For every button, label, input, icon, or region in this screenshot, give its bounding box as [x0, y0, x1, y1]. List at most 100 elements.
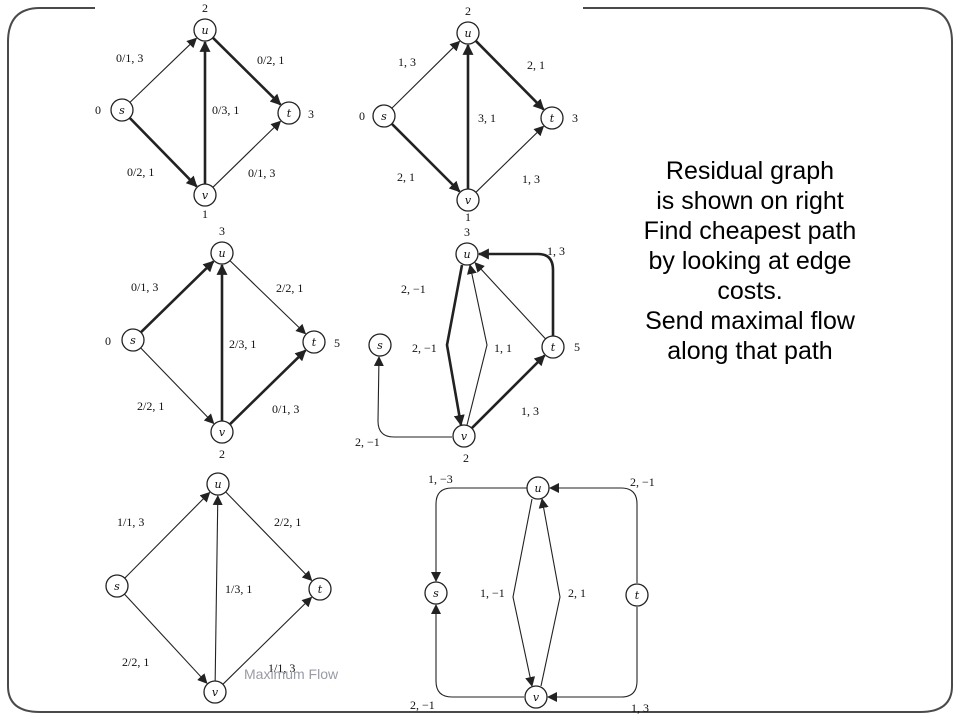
- edge-s-v: [390, 122, 461, 193]
- node-s: s: [424, 581, 448, 605]
- node-label: t: [551, 341, 556, 354]
- edge-v-u: [466, 264, 488, 426]
- node-circle: [524, 685, 548, 709]
- edge-label: 2/2, 1: [276, 281, 303, 295]
- node-circle: [368, 333, 392, 357]
- edge-label: 1, 3: [547, 244, 565, 258]
- node-circle: [110, 98, 134, 122]
- node-label: s: [119, 104, 125, 117]
- node-v: v: [456, 188, 480, 212]
- node-v: v: [203, 680, 227, 704]
- caption: Residual graph is shown on right Find ch…: [600, 156, 900, 366]
- node-circle: [540, 106, 564, 130]
- caption-line: along that path: [667, 337, 833, 365]
- edge-label: 2, −1: [355, 435, 380, 449]
- node-distance-label: 2: [465, 4, 471, 18]
- caption-line: Send maximal flow: [645, 307, 855, 335]
- edge-label: 1, 3: [398, 55, 416, 69]
- edge-label: 2, −1: [401, 282, 426, 296]
- node-circle: [456, 21, 480, 45]
- node-label: v: [461, 430, 468, 443]
- node-u: u: [526, 476, 550, 500]
- edge-label: 1/3, 1: [225, 582, 252, 596]
- edge-label: 0/2, 1: [257, 53, 284, 67]
- edge-label: 0/1, 3: [131, 280, 158, 294]
- edge-v-s: [373, 356, 452, 438]
- node-label: s: [381, 110, 387, 123]
- node-distance-label: 0: [95, 103, 101, 117]
- node-u: u: [456, 21, 480, 45]
- caption-line: Find cheapest path: [643, 217, 857, 245]
- edge-u-t: [225, 491, 313, 582]
- node-circle: [625, 583, 649, 607]
- edge-label: 0/2, 1: [127, 165, 154, 179]
- edge-label: 2, 1: [568, 586, 586, 600]
- node-distance-label: 3: [572, 111, 578, 125]
- node-distance-label: 2: [463, 451, 469, 465]
- node-circle: [372, 104, 396, 128]
- node-circle: [277, 101, 301, 125]
- edge-v-u: [212, 494, 223, 682]
- node-distance-label: 0: [359, 109, 365, 123]
- node-circle: [541, 335, 565, 359]
- edge-s-v: [140, 347, 215, 425]
- node-u: u: [193, 18, 217, 42]
- edge-label: 2, −1: [630, 475, 655, 489]
- node-circle: [210, 241, 234, 265]
- edge-s-v: [124, 593, 208, 684]
- node-t: t: [308, 577, 332, 601]
- edge-label: 2/3, 1: [229, 337, 256, 351]
- node-circle: [452, 424, 476, 448]
- edge-label: 2/2, 1: [122, 655, 149, 669]
- edge-v-t: [228, 349, 307, 426]
- node-circle: [193, 183, 217, 207]
- node-label: s: [114, 580, 120, 593]
- node-label: u: [201, 24, 208, 37]
- edge-s-u: [391, 40, 461, 109]
- node-t: t: [277, 101, 301, 125]
- edge-t-u: [549, 483, 638, 583]
- node-u: u: [206, 472, 230, 496]
- node-circle: [193, 18, 217, 42]
- node-circle: [424, 581, 448, 605]
- edge-u-t: [229, 260, 307, 335]
- edge-label: 2, 1: [397, 170, 415, 184]
- node-label: u: [534, 482, 541, 495]
- edge-u-t: [211, 36, 282, 106]
- edge-u-t: [474, 39, 545, 111]
- node-distance-label: 2: [219, 447, 225, 461]
- node-t: t: [540, 106, 564, 130]
- edge-s-u: [477, 248, 555, 336]
- node-distance-label: 3: [464, 225, 470, 239]
- node-label: u: [218, 247, 225, 260]
- edge-v-t: [475, 125, 545, 193]
- node-label: s: [130, 334, 136, 347]
- node-label: t: [318, 583, 323, 596]
- node-label: v: [219, 426, 226, 439]
- node-distance-label: 3: [308, 107, 314, 121]
- edge-label: 0/3, 1: [212, 103, 239, 117]
- caption-line: Residual graph: [665, 157, 835, 185]
- node-v: v: [452, 424, 476, 448]
- node-u: u: [455, 242, 479, 266]
- edge-label: 1/1, 3: [268, 661, 295, 675]
- edge-u-v: [445, 264, 465, 427]
- edge-label: 1, −1: [480, 586, 505, 600]
- edge-v-s: [431, 604, 524, 698]
- edge-label: 0/1, 3: [248, 166, 275, 180]
- node-distance-label: 5: [574, 340, 580, 354]
- node-label: u: [464, 27, 471, 40]
- edge-label: 1/1, 3: [117, 515, 144, 529]
- node-label: t: [287, 107, 292, 120]
- node-circle: [456, 188, 480, 212]
- node-circle: [455, 242, 479, 266]
- edge-label: 2, −1: [410, 698, 435, 712]
- node-circle: [302, 330, 326, 354]
- node-label: v: [533, 691, 540, 704]
- node-v: v: [193, 183, 217, 207]
- node-v: v: [524, 685, 548, 709]
- node-circle: [105, 574, 129, 598]
- edge-s-u: [124, 491, 211, 579]
